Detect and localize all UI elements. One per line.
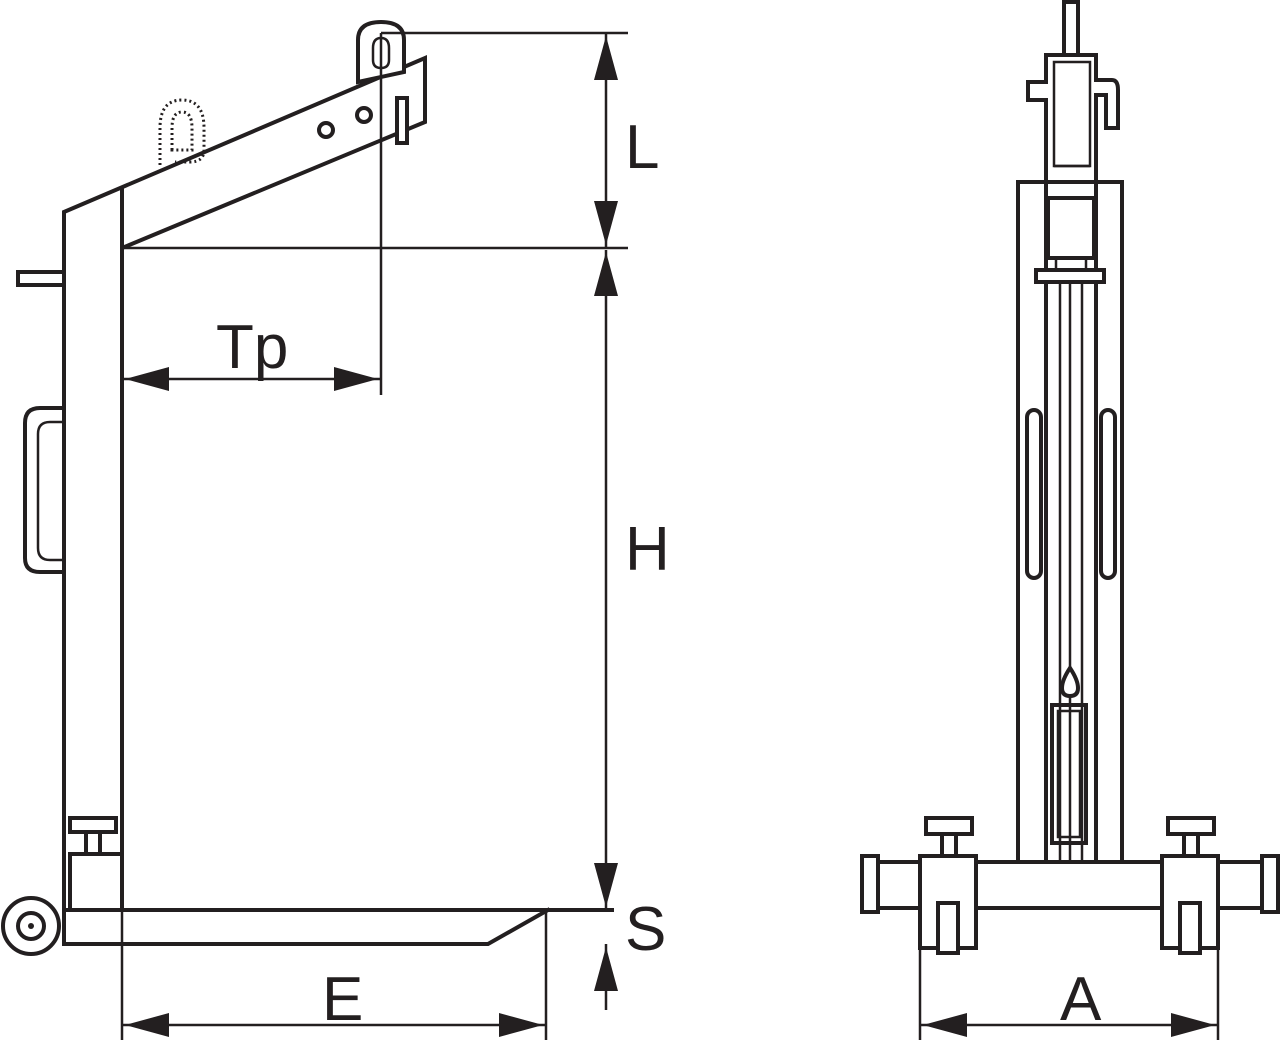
plumb-icon — [1059, 664, 1081, 699]
label-E: E — [322, 965, 363, 1034]
hook-head — [1026, 53, 1120, 200]
right-clamp-knob — [1166, 816, 1216, 836]
fork-tine — [62, 907, 614, 946]
label-Tp: Tp — [216, 313, 288, 382]
counterweight — [1050, 703, 1088, 845]
alt-lifting-eye — [158, 98, 206, 165]
label-S: S — [625, 895, 666, 964]
slot-right — [1099, 408, 1117, 580]
mast-frame — [62, 54, 427, 912]
collar — [1034, 268, 1106, 284]
handle-icon — [23, 406, 66, 574]
slot-left — [1025, 408, 1043, 580]
label-L: L — [625, 113, 659, 182]
locking-pin — [395, 96, 409, 145]
adjust-hole-1 — [317, 121, 335, 139]
adjust-hole-2 — [355, 106, 373, 124]
label-A: A — [1060, 965, 1102, 1034]
fork-lock-knob — [68, 816, 118, 834]
side-view: L Tp H S E — [1, 19, 670, 1040]
left-clamp-knob — [924, 816, 974, 836]
rear-peg — [16, 270, 66, 287]
front-view: A — [860, 0, 1280, 1040]
label-H: H — [625, 515, 670, 584]
